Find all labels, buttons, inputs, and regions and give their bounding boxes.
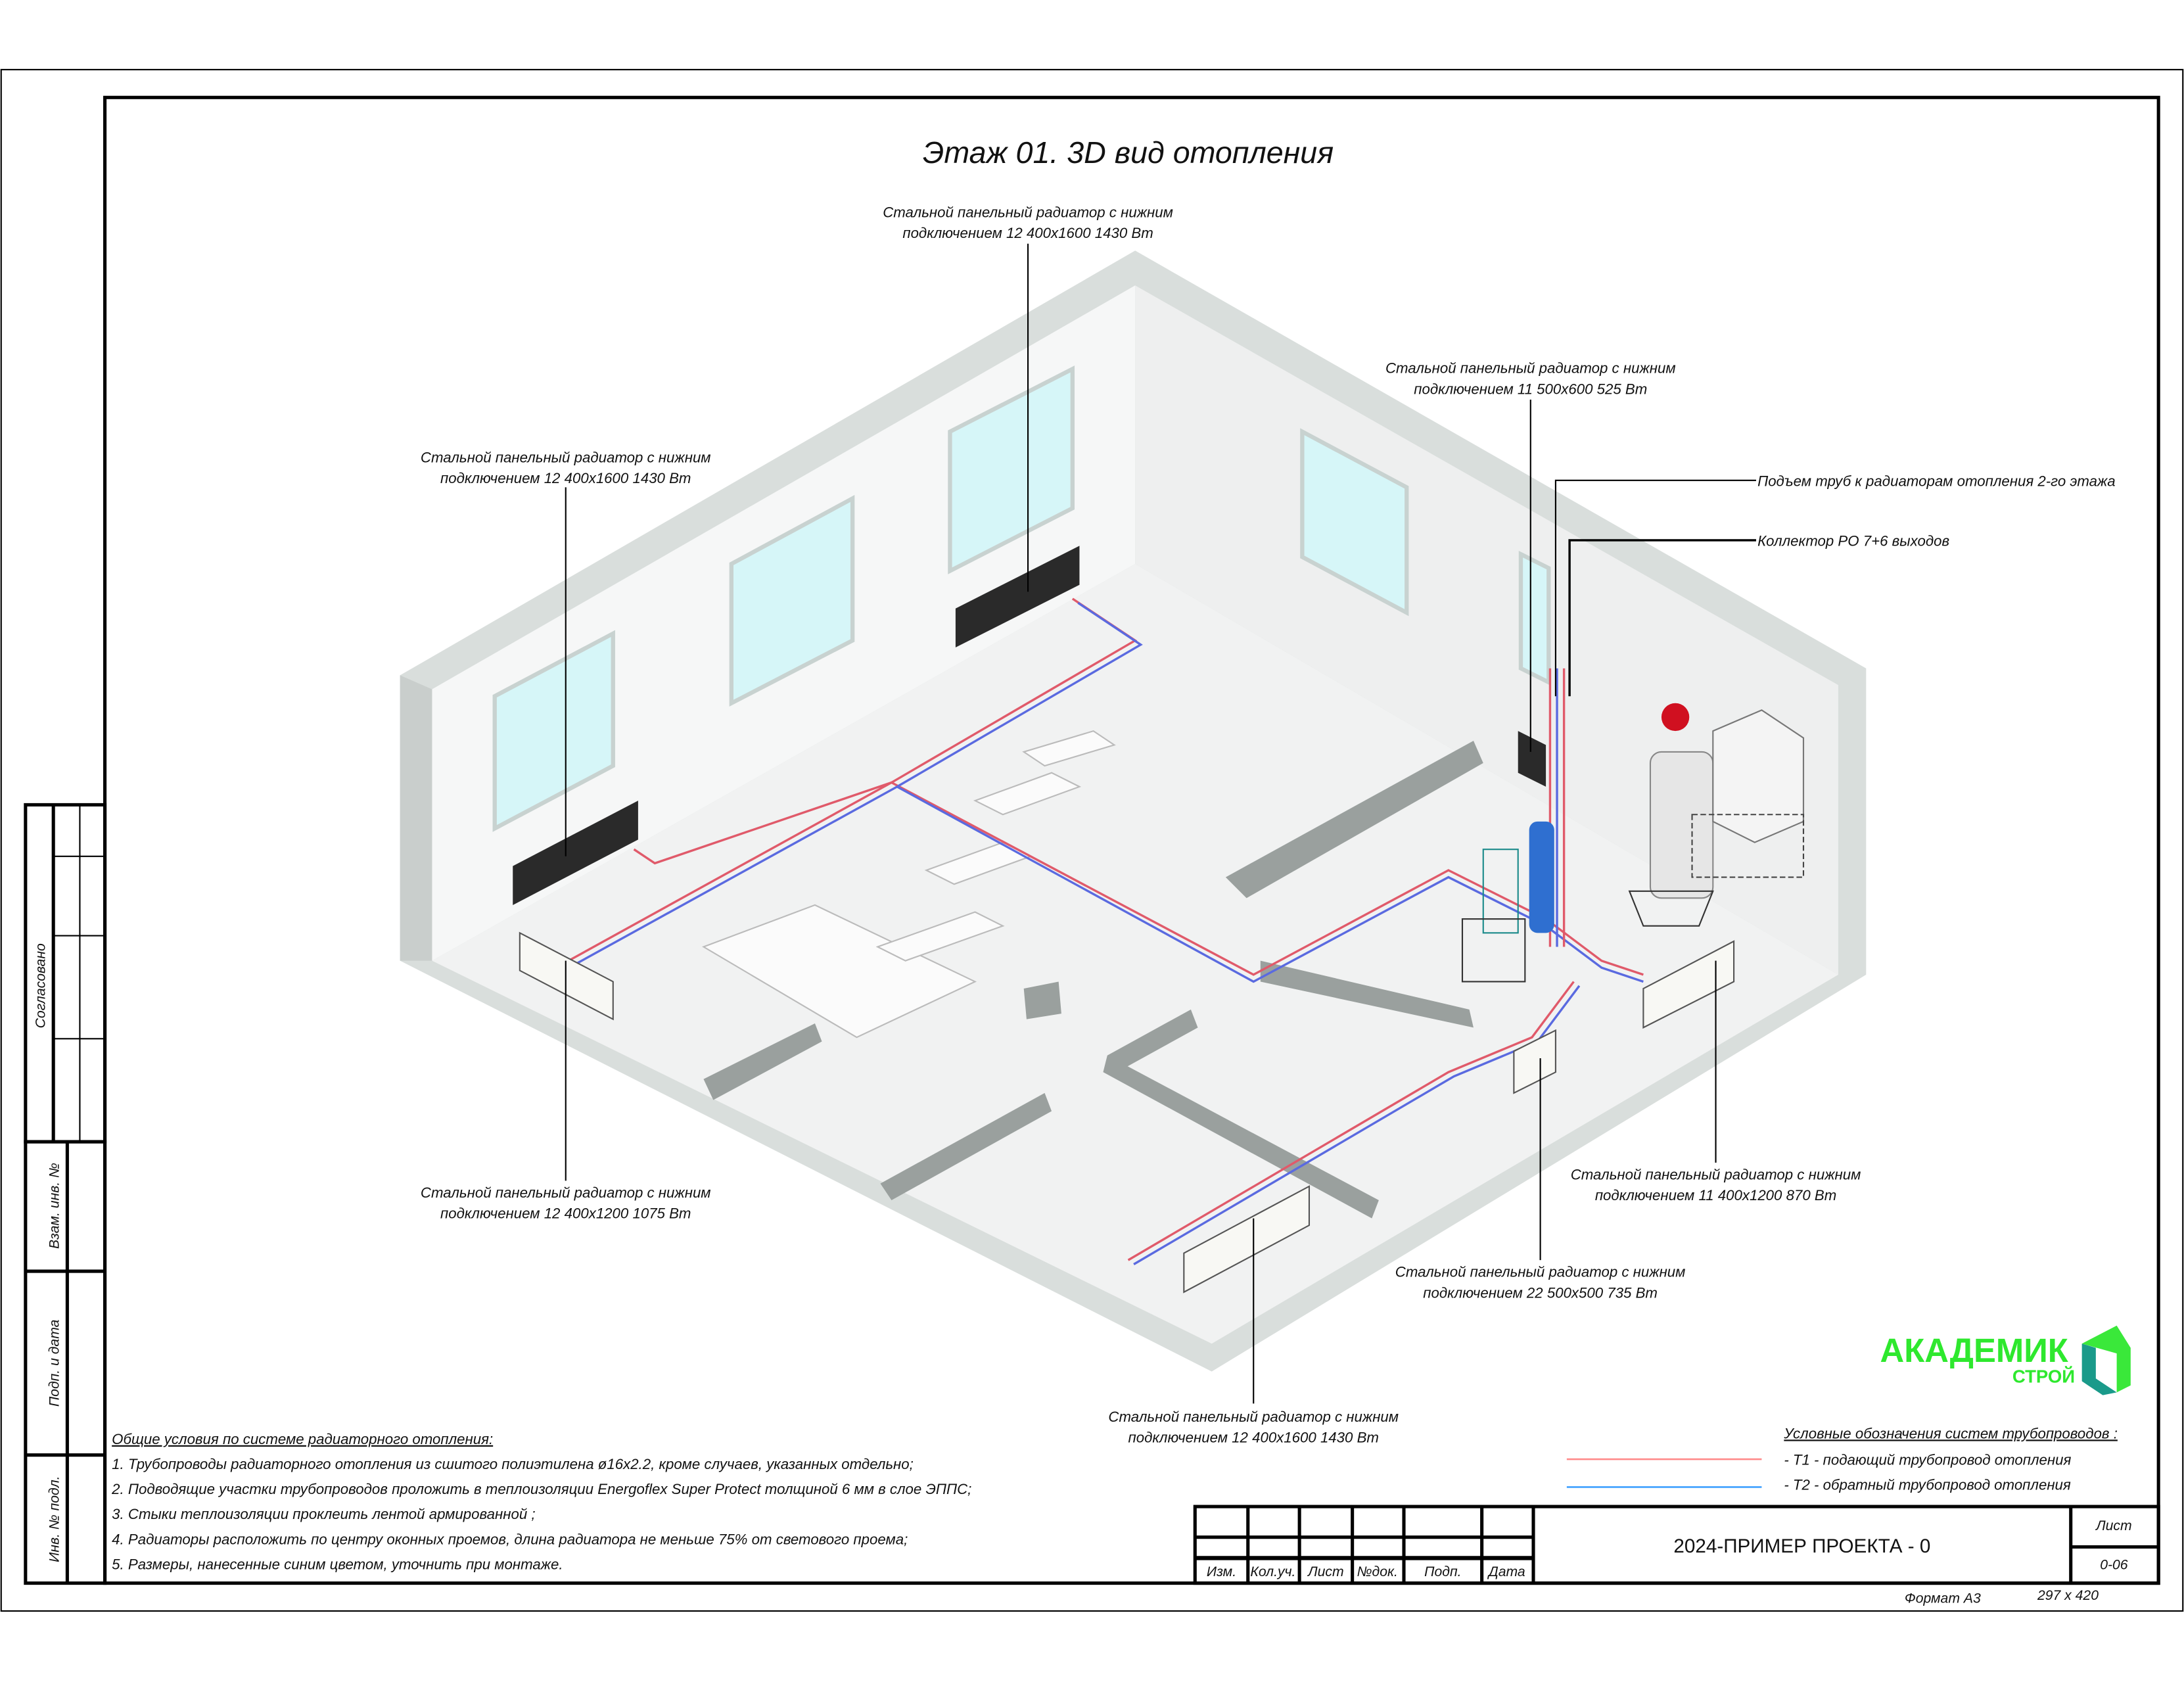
- heating-pipes: [568, 597, 1644, 1265]
- pump-group: [1461, 918, 1526, 983]
- radiator: [1518, 731, 1546, 787]
- side-stamp: Согласовано Взам. инв. № Подп. и дата Ин…: [24, 803, 107, 1585]
- note-item: 4. Радиаторы расположить по центру оконн…: [112, 1531, 908, 1547]
- manifold: [1691, 814, 1805, 878]
- windows: [492, 365, 1551, 832]
- callout-radiator-7-spec: подключением 12 400х1600 1430 Вт: [1128, 1430, 1379, 1446]
- callout-radiator-5-spec: подключением 11 400х1200 870 Вт: [1595, 1187, 1836, 1203]
- callout-radiator-4-spec: подключением 12 400х1200 1075 Вт: [440, 1205, 691, 1222]
- logo-main-text: АКАДЕМИК: [1880, 1332, 2069, 1369]
- col-izm: Изм.: [1207, 1564, 1236, 1579]
- stamp-replace-inv: Взам. инв. №: [47, 1163, 62, 1249]
- stamp-agreed: Согласовано: [33, 943, 48, 1028]
- callout-radiator-6: Стальной панельный радиатор с нижним: [1395, 1264, 1686, 1280]
- note-item: 3. Стыки теплоизоляции проклеить лентой …: [112, 1506, 535, 1522]
- notes-title: Общие условия по системе радиаторного от…: [112, 1431, 493, 1447]
- boiler: [1712, 709, 1805, 843]
- filter-tank: [1529, 821, 1554, 933]
- sheet-label: Лист: [2095, 1518, 2132, 1533]
- logo-icon: [2081, 1325, 2131, 1393]
- legend-return: - Т2 - обратный трубопровод отопления: [1784, 1477, 2071, 1493]
- radiator: [1183, 1185, 1311, 1294]
- water-heater: [1649, 751, 1714, 899]
- col-sign: Подп.: [1424, 1564, 1461, 1579]
- note-item: 5. Размеры, нанесенные синим цветом, уто…: [112, 1556, 563, 1572]
- callout-radiator-7: Стальной панельный радиатор с нижним: [1108, 1409, 1399, 1425]
- radiator: [955, 546, 1080, 648]
- sheet-size: 297 х 420: [2037, 1588, 2099, 1603]
- expansion-tank: [1661, 703, 1690, 732]
- company-logo: АКАДЕМИК СТРОЙ: [1880, 1325, 2131, 1395]
- col-kol-uch: Кол.уч.: [1250, 1564, 1295, 1579]
- floor-beams: [703, 740, 1483, 1219]
- callout-radiator-2-spec: подключением 12 400х1600 1430 Вт: [440, 470, 691, 486]
- callout-collector: Коллектор РО 7+6 выходов: [1757, 532, 1949, 549]
- floor: [432, 563, 1838, 1344]
- callout-radiator-6-spec: подключением 22 500х500 735 Вт: [1423, 1284, 1658, 1301]
- radiator: [1642, 940, 1735, 1029]
- callout-radiator-4: Стальной панельный радиатор с нижним: [421, 1184, 711, 1201]
- stamp-sign-date: Подп. и дата: [47, 1319, 62, 1407]
- sheet-format: Формат А3: [1905, 1591, 1981, 1606]
- callouts: Стальной панельный радиатор с нижним под…: [421, 204, 2116, 1445]
- col-date: Дата: [1487, 1564, 1525, 1579]
- boiler-equipment: [1461, 703, 1805, 983]
- drawing-title: Этаж 01. 3D вид отопления: [923, 135, 1334, 170]
- radiator: [513, 801, 638, 905]
- pipe-legend: Условные обозначения систем трубопроводо…: [1566, 1425, 2118, 1493]
- callout-radiator-1: Стальной панельный радиатор с нижним: [883, 204, 1173, 220]
- radiator: [1513, 1029, 1556, 1094]
- callout-radiator-1-spec: подключением 12 400х1600 1430 Вт: [902, 225, 1153, 241]
- callout-radiator-2: Стальной панельный радиатор с нижним: [421, 449, 711, 465]
- note-item: 1. Трубопроводы радиаторного отопления и…: [112, 1456, 914, 1472]
- callout-radiator-5: Стальной панельный радиатор с нижним: [1571, 1166, 1861, 1182]
- callout-radiator-3: Стальной панельный радиатор с нижним: [1385, 360, 1676, 377]
- sheet-number: 0-06: [2100, 1557, 2128, 1572]
- col-doc: №док.: [1357, 1564, 1398, 1579]
- legend-title: Условные обозначения систем трубопроводо…: [1783, 1425, 2118, 1441]
- room-3d-view: [400, 250, 1867, 1372]
- stairs: [702, 730, 1116, 1039]
- col-list: Лист: [1307, 1564, 1344, 1579]
- project-code: 2024-ПРИМЕР ПРОЕКТА - 0: [1673, 1535, 1930, 1557]
- note-item: 2. Подводящие участки трубопроводов прол…: [111, 1481, 971, 1497]
- callout-riser: Подъем труб к радиаторам отопления 2-го …: [1757, 473, 2116, 489]
- filter-group: [1482, 849, 1519, 934]
- logo-sub-text: СТРОЙ: [2012, 1367, 2075, 1387]
- callout-radiator-3-spec: подключением 11 500х600 525 Вт: [1414, 381, 1647, 398]
- stamp-inv-orig: Инв. № подл.: [47, 1476, 62, 1562]
- outer-border: [0, 68, 2184, 1612]
- legend-supply: - Т1 - подающий трубопровод отопления: [1784, 1452, 2071, 1468]
- title-block: Изм. Кол.уч. Лист №док. Подп. Дата 2024-…: [1193, 1505, 2160, 1606]
- general-notes: Общие условия по системе радиаторного от…: [111, 1431, 971, 1573]
